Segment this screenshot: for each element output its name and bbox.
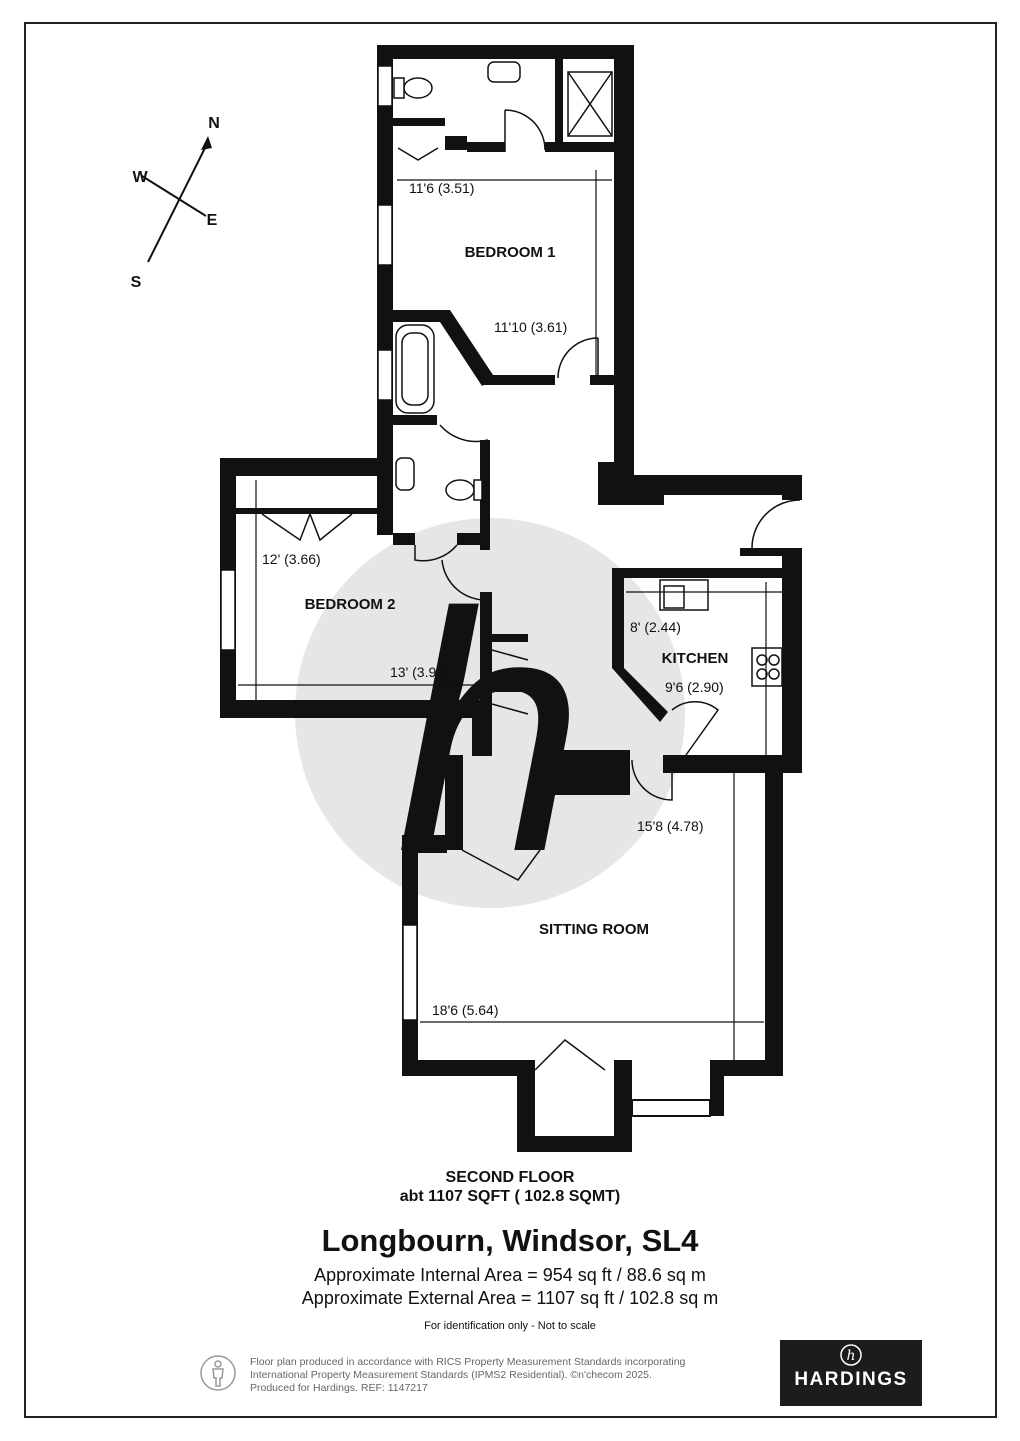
- footer-line-2: International Property Measurement Stand…: [250, 1369, 652, 1381]
- dim-bedroom-2-length: 13' (3.96): [390, 664, 449, 680]
- room-label-bedroom-2: BEDROOM 2: [305, 596, 396, 613]
- dim-sitting-room-width: 18'6 (5.64): [432, 1002, 499, 1018]
- floor-title: SECOND FLOOR: [445, 1169, 575, 1186]
- compass-south: S: [131, 274, 142, 291]
- page-border: [24, 22, 997, 1418]
- dimension-lines: [238, 170, 782, 1060]
- brand-mark-icon: h: [840, 1344, 862, 1366]
- external-area: Approximate External Area = 1107 sq ft /…: [301, 1288, 719, 1308]
- brand-name: HARDINGS: [794, 1369, 908, 1390]
- dim-bedroom-1-width: 11'6 (3.51): [409, 180, 474, 196]
- room-label-bedroom-1: BEDROOM 1: [465, 244, 556, 261]
- dim-kitchen-width: 8' (2.44): [630, 619, 681, 635]
- floor-area: abt 1107 SQFT ( 102.8 SQMT): [399, 1188, 621, 1205]
- brand-mark-letter: h: [846, 1348, 855, 1364]
- dim-sitting-room-length: 15'8 (4.78): [637, 818, 704, 834]
- dim-bedroom-1-length: 11'10 (3.61): [494, 319, 567, 335]
- windows: [220, 65, 418, 1021]
- compass-north: N: [208, 115, 220, 132]
- internal-area: Approximate Internal Area = 954 sq ft / …: [314, 1265, 706, 1285]
- compass-rose: [141, 136, 212, 263]
- doors: [261, 109, 801, 1071]
- disclaimer: For identification only - Not to scale: [424, 1320, 596, 1332]
- dim-kitchen-length: 9'6 (2.90): [665, 679, 724, 695]
- property-address: Longbourn, Windsor, SL4: [321, 1223, 699, 1258]
- footer-line-3: Produced for Hardings. REF: 1147217: [250, 1382, 428, 1394]
- compass-east: E: [207, 212, 218, 229]
- room-label-sitting-room: SITTING ROOM: [539, 921, 649, 938]
- room-label-kitchen: KITCHEN: [662, 650, 729, 667]
- compass-west: W: [132, 169, 148, 186]
- floor-plan: h N W E S: [131, 45, 802, 1152]
- fixtures: [393, 61, 783, 687]
- footer-notes: Floor plan produced in accordance with R…: [250, 1356, 780, 1395]
- hardings-logo: h HARDINGS: [780, 1340, 922, 1406]
- person-icon: [200, 1355, 236, 1391]
- footer-line-1: Floor plan produced in accordance with R…: [250, 1356, 686, 1368]
- dim-bedroom-2-width: 12' (3.66): [262, 551, 321, 567]
